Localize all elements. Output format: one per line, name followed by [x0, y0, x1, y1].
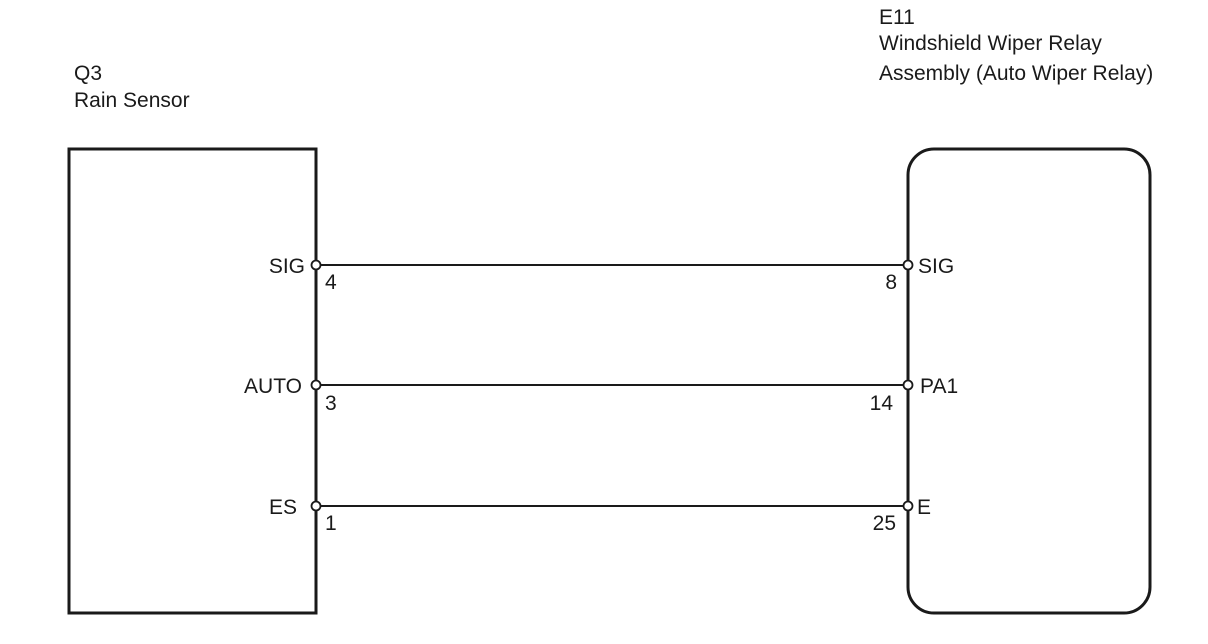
right-component-name-line1: Windshield Wiper Relay — [879, 32, 1102, 55]
left-pin-number: 3 — [325, 392, 337, 415]
left-terminal-label: SIG — [269, 255, 305, 278]
left-terminal-label: AUTO — [244, 375, 302, 398]
right-pin-pa1 — [902, 379, 914, 391]
right-component-name-line2: Assembly (Auto Wiper Relay) — [879, 62, 1153, 85]
right-pin-number: 25 — [873, 512, 896, 535]
right-terminal-label: SIG — [918, 255, 954, 278]
connection-es: ES 1 25 E — [269, 496, 931, 535]
left-component-code: Q3 — [74, 62, 102, 85]
left-pin-number: 1 — [325, 512, 337, 535]
right-component-code: E11 — [879, 6, 915, 29]
left-terminal-label: ES — [269, 496, 297, 519]
right-terminal-label: PA1 — [920, 375, 958, 398]
left-pin-es — [310, 500, 322, 512]
right-pin-number: 8 — [885, 271, 897, 294]
left-pin-sig — [310, 259, 322, 271]
right-terminal-label: E — [917, 496, 931, 519]
right-pin-sig — [902, 259, 914, 271]
right-pin-number: 14 — [870, 392, 894, 415]
left-pin-number: 4 — [325, 271, 337, 294]
left-component-name: Rain Sensor — [74, 89, 190, 112]
right-pin-e — [902, 500, 914, 512]
left-pin-auto — [310, 379, 322, 391]
connection-auto: AUTO 3 14 PA1 — [244, 375, 958, 415]
connection-sig: SIG 4 8 SIG — [269, 255, 954, 294]
